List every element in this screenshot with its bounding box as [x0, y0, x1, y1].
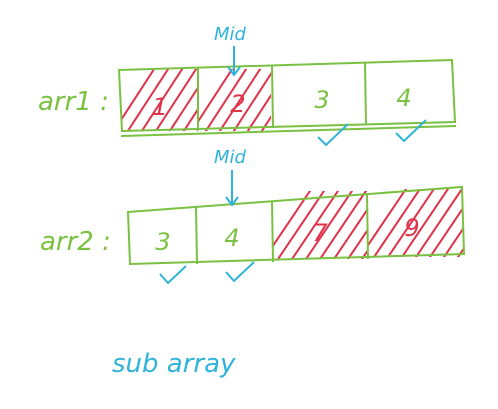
- arr1-label: arr1 :: [38, 87, 109, 117]
- arr2-group: arr2 : 3 4 7 9 Mid: [40, 147, 466, 285]
- arr2-label: arr2 :: [40, 227, 111, 257]
- arr1-cell-0-value: 1: [152, 93, 167, 121]
- arr2-mid-arrow-icon: [225, 170, 239, 207]
- arr2-cell-3-value: 9: [404, 214, 419, 242]
- arr1-outline: [117, 58, 457, 137]
- arr1-hatch-cell-0: [121, 69, 198, 131]
- arr2-cell-1-value: 4: [224, 224, 239, 252]
- arr1-mid-label: Mid: [214, 24, 247, 45]
- arr2-cell-0-value: 3: [155, 228, 170, 256]
- arr2-mid-label: Mid: [214, 147, 247, 168]
- arr1-cell-3-value: 4: [396, 84, 411, 112]
- arr2-check-icon-1: [225, 261, 255, 283]
- arr2-hatch-cell-3: [367, 189, 463, 257]
- arr1-mid-arrow-icon: [227, 46, 241, 77]
- footer-sub-array-text: sub array: [112, 349, 236, 379]
- arr1-group: arr1 : 1 2 3 4 Mid: [38, 24, 457, 147]
- arr2-check-icon-0: [159, 265, 187, 285]
- arr2-cell-2-value: 7: [312, 219, 328, 247]
- arr2-outline: [126, 185, 466, 266]
- arr1-cell-1-value: 2: [230, 90, 245, 118]
- arr1-check-icon-2: [317, 123, 349, 147]
- arr1-check-icon-3: [395, 119, 427, 143]
- arr2-hatch-cell-2: [272, 191, 367, 259]
- arr1-cell-2-value: 3: [314, 86, 329, 114]
